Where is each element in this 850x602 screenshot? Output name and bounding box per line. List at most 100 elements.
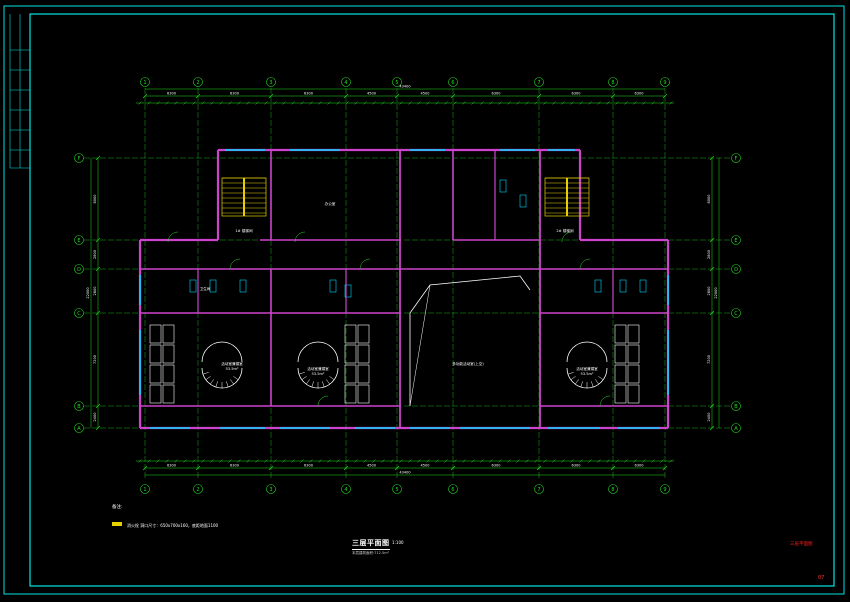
- dimension-tick: [394, 465, 400, 471]
- dimension-tick: [536, 93, 542, 99]
- stage-seat: [226, 381, 229, 388]
- dimension-label: 22000: [86, 287, 90, 298]
- toilet-fixture: [639, 279, 647, 293]
- grid-bubble-label: 1: [143, 80, 146, 86]
- dimension-label: 7200: [93, 355, 97, 364]
- desk: [344, 344, 357, 364]
- dimension-label: 22000: [714, 287, 718, 298]
- desk: [344, 384, 357, 404]
- dimension-tick: [610, 93, 616, 99]
- room-label-activity-right: 活动室兼寝室: [576, 366, 598, 371]
- grid-bubble-label: F: [735, 156, 738, 162]
- dimension-label: 4500: [421, 464, 430, 468]
- grid-bubble-label: C: [734, 311, 738, 317]
- desk: [357, 384, 370, 404]
- grid-bubble-label: 6: [451, 80, 454, 86]
- stage-seat: [575, 379, 579, 385]
- grid-bubble: [608, 77, 618, 87]
- stage-seat: [322, 381, 325, 388]
- room-label-stair-left: 1# 楼梯间: [235, 228, 253, 233]
- notes-item: 消火栓 洞口尺寸：650x700x160，底距地面1100: [127, 523, 219, 528]
- dimension-tick: [709, 237, 715, 243]
- dimension-label: 6300: [304, 464, 313, 468]
- dimension-tick: [662, 93, 668, 99]
- stage-arc: [566, 341, 608, 363]
- grid-bubble-label: A: [77, 426, 81, 432]
- door-swing: [561, 231, 573, 243]
- grid-bubble: [140, 77, 150, 87]
- grid-bubble-label: 8: [611, 80, 614, 86]
- grid-bubble: [74, 308, 84, 318]
- dimension-tick: [450, 465, 456, 471]
- grid-bubble: [660, 484, 670, 494]
- grid-bubble-label: 8: [611, 487, 614, 493]
- grid-bubble: [74, 401, 84, 411]
- dimension-label: 2800: [93, 250, 97, 259]
- stage-arc: [201, 341, 243, 363]
- grid-bubble-label: D: [77, 267, 81, 273]
- toilet-fixture: [519, 194, 527, 208]
- door-swing: [167, 231, 179, 243]
- desk: [627, 364, 640, 384]
- grid-bubble-label: E: [734, 238, 737, 244]
- grid-bubble: [341, 77, 351, 87]
- desk: [149, 384, 162, 404]
- stage-seat: [598, 376, 604, 380]
- stage-seat: [301, 376, 307, 380]
- toilet-fixture: [239, 279, 247, 293]
- door-swing: [579, 258, 591, 270]
- dimension-tick: [610, 465, 616, 471]
- desk: [614, 344, 627, 364]
- notes-title: 备注:: [112, 505, 123, 510]
- stage-seat: [567, 372, 574, 375]
- grid-bubble: [608, 484, 618, 494]
- dimension-label: 8000: [93, 195, 97, 204]
- desk: [614, 384, 627, 404]
- door-swing: [294, 231, 306, 243]
- grid-bubble: [193, 77, 203, 87]
- dimension-tick: [95, 403, 101, 409]
- dimension-tick: [343, 465, 349, 471]
- dimension-label: 2400: [93, 413, 97, 422]
- dimension-label: 6300: [572, 92, 581, 96]
- desk: [149, 324, 162, 344]
- desk: [162, 364, 175, 384]
- page-number: 07: [818, 575, 825, 581]
- grid-bubble-label: 5: [395, 487, 398, 493]
- grid-bubble-label: 3: [269, 80, 272, 86]
- door-swing: [229, 258, 241, 270]
- room-label-activity-left: 53.5m²: [226, 367, 240, 371]
- grid-bubble-label: 3: [269, 487, 272, 493]
- room-label-activity-left: 活动室兼寝室: [221, 361, 243, 366]
- dimension-tick: [536, 465, 542, 471]
- desk: [149, 344, 162, 364]
- dimension-tick: [394, 93, 400, 99]
- grid-bubble: [140, 484, 150, 494]
- grid-bubble: [74, 264, 84, 274]
- sheet-title: 三层平面图: [352, 538, 390, 550]
- sheet-subtitle: 本层建筑面积:712.5m²: [352, 551, 390, 555]
- room-label-activity-right: 53.5m²: [581, 372, 595, 376]
- dimension-label: 6300: [635, 464, 644, 468]
- dimension-label: 6300: [492, 464, 501, 468]
- dimension-tick: [142, 465, 148, 471]
- dimension-tick: [142, 93, 148, 99]
- grid-bubble: [660, 77, 670, 87]
- room-label-stair-right: 2# 楼梯间: [556, 228, 574, 233]
- stage-seat: [329, 376, 335, 380]
- room-label-activity-mid: 53.5m²: [312, 372, 326, 376]
- dimension-label: 4500: [367, 92, 376, 96]
- grid-bubble: [392, 77, 402, 87]
- grid-bubble-label: F: [78, 156, 81, 162]
- dimension-tick: [709, 310, 715, 316]
- stage-seat: [202, 372, 209, 375]
- dimension-tick: [450, 93, 456, 99]
- dimension-tick: [95, 310, 101, 316]
- toilet-fixture: [189, 279, 197, 293]
- door-swing: [317, 395, 329, 407]
- dimension-label: 4500: [421, 92, 430, 96]
- door-swing: [599, 395, 611, 407]
- grid-bubble-label: B: [77, 404, 81, 410]
